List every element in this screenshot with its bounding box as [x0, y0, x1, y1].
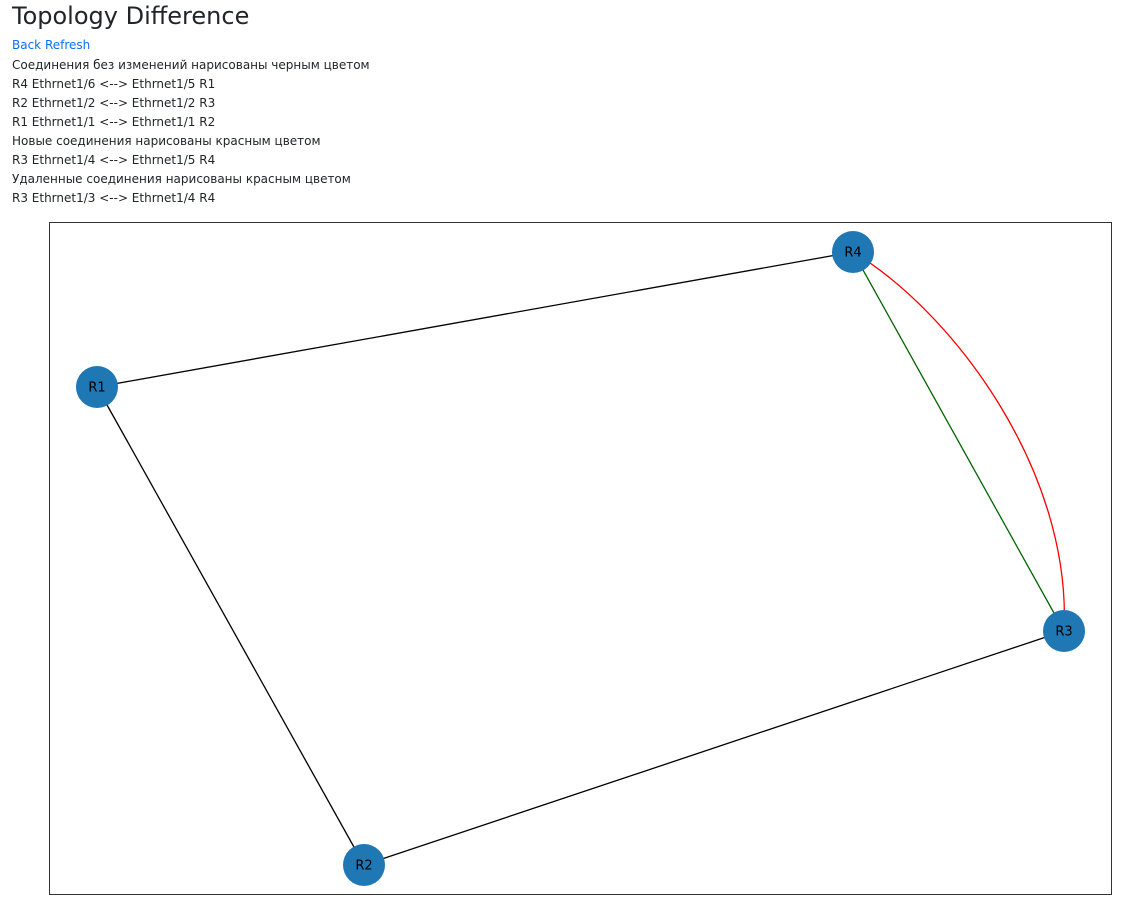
unchanged-connection: R4 Ethrnet1/6 <--> Ethrnet1/5 R1 — [12, 77, 216, 91]
back-link[interactable]: Back — [12, 38, 42, 52]
node-r4 — [832, 231, 874, 273]
new-connection: R3 Ethrnet1/4 <--> Ethrnet1/5 R4 — [12, 153, 216, 167]
unchanged-connection: R1 Ethrnet1/1 <--> Ethrnet1/1 R2 — [12, 115, 216, 129]
diff-summary: Соединения без изменений нарисованы черн… — [12, 56, 370, 208]
edge-unchanged-r1-r2 — [96, 386, 365, 866]
unchanged-connection: R2 Ethrnet1/2 <--> Ethrnet1/2 R3 — [12, 96, 216, 110]
edge-unchanged-r4-r1 — [96, 251, 854, 388]
node-label-r4: R4 — [844, 246, 861, 261]
edge-unchanged-r2-r3 — [363, 630, 1065, 866]
nav-links: Back Refresh — [12, 37, 90, 54]
node-r1 — [76, 366, 118, 408]
edge-removed-r3-r4 — [852, 251, 1065, 632]
node-r2 — [343, 844, 385, 886]
node-label-r1: R1 — [88, 381, 105, 396]
refresh-link[interactable]: Refresh — [44, 38, 91, 52]
edge-new-r3-r4 — [852, 251, 1065, 632]
new-header: Новые соединения нарисованы красным цвет… — [12, 134, 321, 148]
node-label-r3: R3 — [1055, 625, 1072, 640]
node-r3 — [1043, 610, 1085, 652]
node-label-r2: R2 — [355, 859, 372, 874]
page-title: Topology Difference — [12, 2, 250, 30]
removed-connection: R3 Ethrnet1/3 <--> Ethrnet1/4 R4 — [12, 191, 216, 205]
removed-header: Удаленные соединения нарисованы красным … — [12, 172, 351, 186]
unchanged-header: Соединения без изменений нарисованы черн… — [12, 58, 370, 72]
